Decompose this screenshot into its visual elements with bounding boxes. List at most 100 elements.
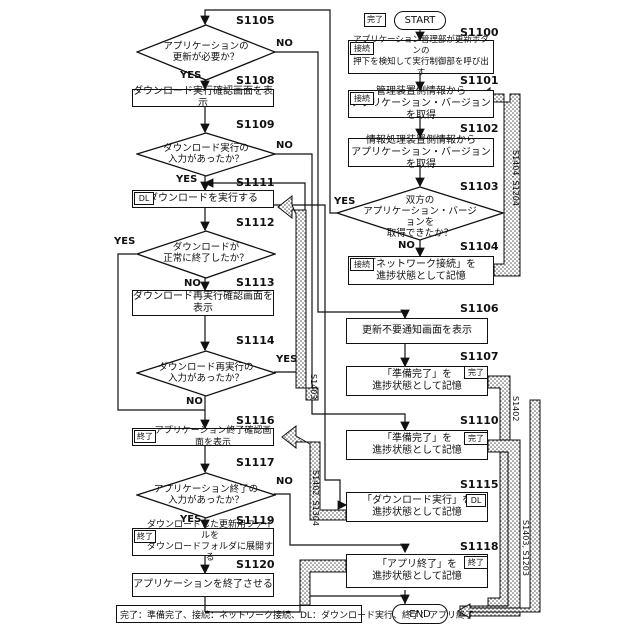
step-s1109-text: ダウンロード実行の 入力があったか？ (150, 143, 262, 165)
s1120-text: アプリケーションを終了させる (133, 579, 273, 591)
tag-setsuzoku-1: 接続 (350, 42, 374, 55)
label-s1119: S1119 (236, 514, 275, 527)
label-s1103: S1103 (460, 180, 499, 193)
label-s1115: S1115 (460, 478, 499, 491)
flow-label-s1402-s1304: S1402, S1304 (311, 470, 320, 526)
tag-text: 完了 (468, 434, 484, 444)
s1115-line2: 進捗状態として記憶 (372, 507, 462, 518)
s1104-line2: 進捗状態として記憶 (376, 271, 466, 282)
tag-text: 接続 (354, 260, 370, 270)
s1110-line1: 「準備完了」を (382, 433, 452, 444)
s1104-line1: 「ネットワーク接続」を (366, 259, 476, 270)
yes-label-s1114: YES (276, 354, 297, 365)
s1112-line2: 正常に終了したか？ (163, 253, 249, 264)
tag-text: 終了 (468, 558, 484, 568)
step-s1105-text: アプリケーションの 更新が必要か？ (150, 41, 262, 63)
s1107-line1: 「準備完了」を (382, 369, 452, 380)
s1103-line3: 取得できたか？ (387, 228, 454, 239)
label-s1105: S1105 (236, 14, 275, 27)
step-s1117-text: アプリケーション終了の 入力があったか？ (148, 484, 264, 506)
no-label-s1109: NO (276, 140, 293, 151)
s1102-line2: アプリケーション・バージョンを取得 (351, 147, 491, 170)
s1114-line1: ダウンロード再実行の (158, 362, 253, 373)
s1118-line2: 進捗状態として記憶 (372, 571, 462, 582)
tag-text: 完了 (468, 368, 484, 378)
label-s1100: S1100 (460, 26, 499, 39)
step-s1114-text: ダウンロード再実行の 入力があったか？ (148, 362, 264, 384)
s1102-line1: 情報処理装置側情報から (366, 135, 476, 146)
tag-dl-2: DL (134, 192, 154, 205)
tag-text: 接続 (354, 94, 370, 104)
legend-text: 完了：準備完了、接続：ネットワーク接続、DL：ダウンロード実行、終了：アプリ終了 (120, 608, 474, 621)
yes-label-s1105: YES (180, 70, 201, 81)
yes-label-s1109: YES (176, 174, 197, 185)
s1110-line2: 進捗状態として記憶 (372, 445, 462, 456)
s1101-line1: 管理装置側情報から (376, 86, 466, 97)
flow-label-s1403-s1203: S1403, S1203 (521, 520, 530, 576)
s1105-line2: 更新が必要か？ (173, 52, 240, 63)
flow-label-s1404-s1204: S1404, S1204 (511, 150, 520, 206)
label-s1108: S1108 (236, 74, 275, 87)
s1103-line1: 双方の (406, 195, 435, 206)
label-s1111: S1111 (236, 176, 275, 189)
tag-dl-1: DL (466, 494, 486, 507)
no-label-s1103: NO (398, 240, 415, 251)
label-s1101: S1101 (460, 74, 499, 87)
s1103-line2: アプリケーション・バージョンを (363, 206, 477, 228)
label-s1113: S1113 (236, 276, 275, 289)
step-s1113-box: ダウンロード再実行確認画面を表示 (132, 290, 274, 316)
tag-kanryo-1: 完了 (464, 366, 488, 379)
s1112-line1: ダウンロードが (173, 242, 240, 253)
s1107-line2: 進捗状態として記憶 (372, 381, 462, 392)
tag-text: 終了 (137, 432, 153, 442)
label-s1109: S1109 (236, 118, 275, 131)
tag-kanryo-start: 完了 (364, 13, 386, 27)
tag-shuryo-1: 終了 (464, 556, 488, 569)
s1118-line1: 「アプリ終了」を (377, 559, 457, 570)
tag-text: 完了 (367, 15, 383, 25)
yes-label-s1117: YES (180, 514, 201, 525)
s1105-line1: アプリケーションの (163, 41, 248, 52)
legend-box: 完了：準備完了、接続：ネットワーク接続、DL：ダウンロード実行、終了：アプリ終了 (116, 605, 362, 623)
step-s1102-box: 情報処理装置側情報からアプリケーション・バージョンを取得 (348, 138, 494, 167)
tag-text: 接続 (354, 44, 370, 54)
tag-text: 終了 (137, 532, 153, 542)
step-s1108-box: ダウンロード実行確認画面を表示 (132, 89, 274, 107)
s1106-text: 更新不要通知画面を表示 (362, 325, 472, 337)
s1109-line2: 入力があったか？ (168, 154, 244, 165)
start-terminal: START (394, 11, 446, 30)
label-s1104: S1104 (460, 240, 499, 253)
s1117-line2: 入力があったか？ (168, 495, 244, 506)
label-s1110: S1110 (460, 414, 499, 427)
label-s1102: S1102 (460, 122, 499, 135)
tag-shuryo-3: 終了 (134, 530, 156, 543)
step-s1120-box: アプリケーションを終了させる (132, 573, 274, 597)
s1117-line1: アプリケーション終了の (154, 484, 258, 495)
tag-setsuzoku-3: 接続 (350, 258, 374, 271)
yes-label-s1103: YES (334, 196, 355, 207)
step-s1103-text: 双方の アプリケーション・バージョンを 取得できたか？ (360, 195, 480, 239)
s1111-text: ダウンロードを実行する (148, 193, 258, 205)
flow-label-s1403: S1403 (309, 374, 318, 399)
label-s1118: S1118 (460, 540, 499, 553)
no-label-s1105: NO (276, 38, 293, 49)
tag-kanryo-2: 完了 (464, 432, 488, 445)
label-s1107: S1107 (460, 350, 499, 363)
label-s1106: S1106 (460, 302, 499, 315)
label-s1112: S1112 (236, 216, 275, 229)
tag-text: DL (139, 194, 150, 204)
flow-label-s1402: S1402 (511, 396, 520, 421)
s1115-line1: 「ダウンロード実行」を (362, 495, 472, 506)
step-s1106-box: 更新不要通知画面を表示 (346, 318, 488, 344)
start-label: START (405, 15, 436, 26)
label-s1116: S1116 (236, 414, 275, 427)
tag-setsuzoku-2: 接続 (350, 92, 374, 105)
label-s1114: S1114 (236, 334, 275, 347)
s1109-line1: ダウンロード実行の (163, 143, 249, 154)
label-s1117: S1117 (236, 456, 275, 469)
tag-shuryo-2: 終了 (134, 430, 156, 443)
no-label-s1117: NO (276, 476, 293, 487)
s1113-text: ダウンロード再実行確認画面を表示 (133, 291, 273, 315)
